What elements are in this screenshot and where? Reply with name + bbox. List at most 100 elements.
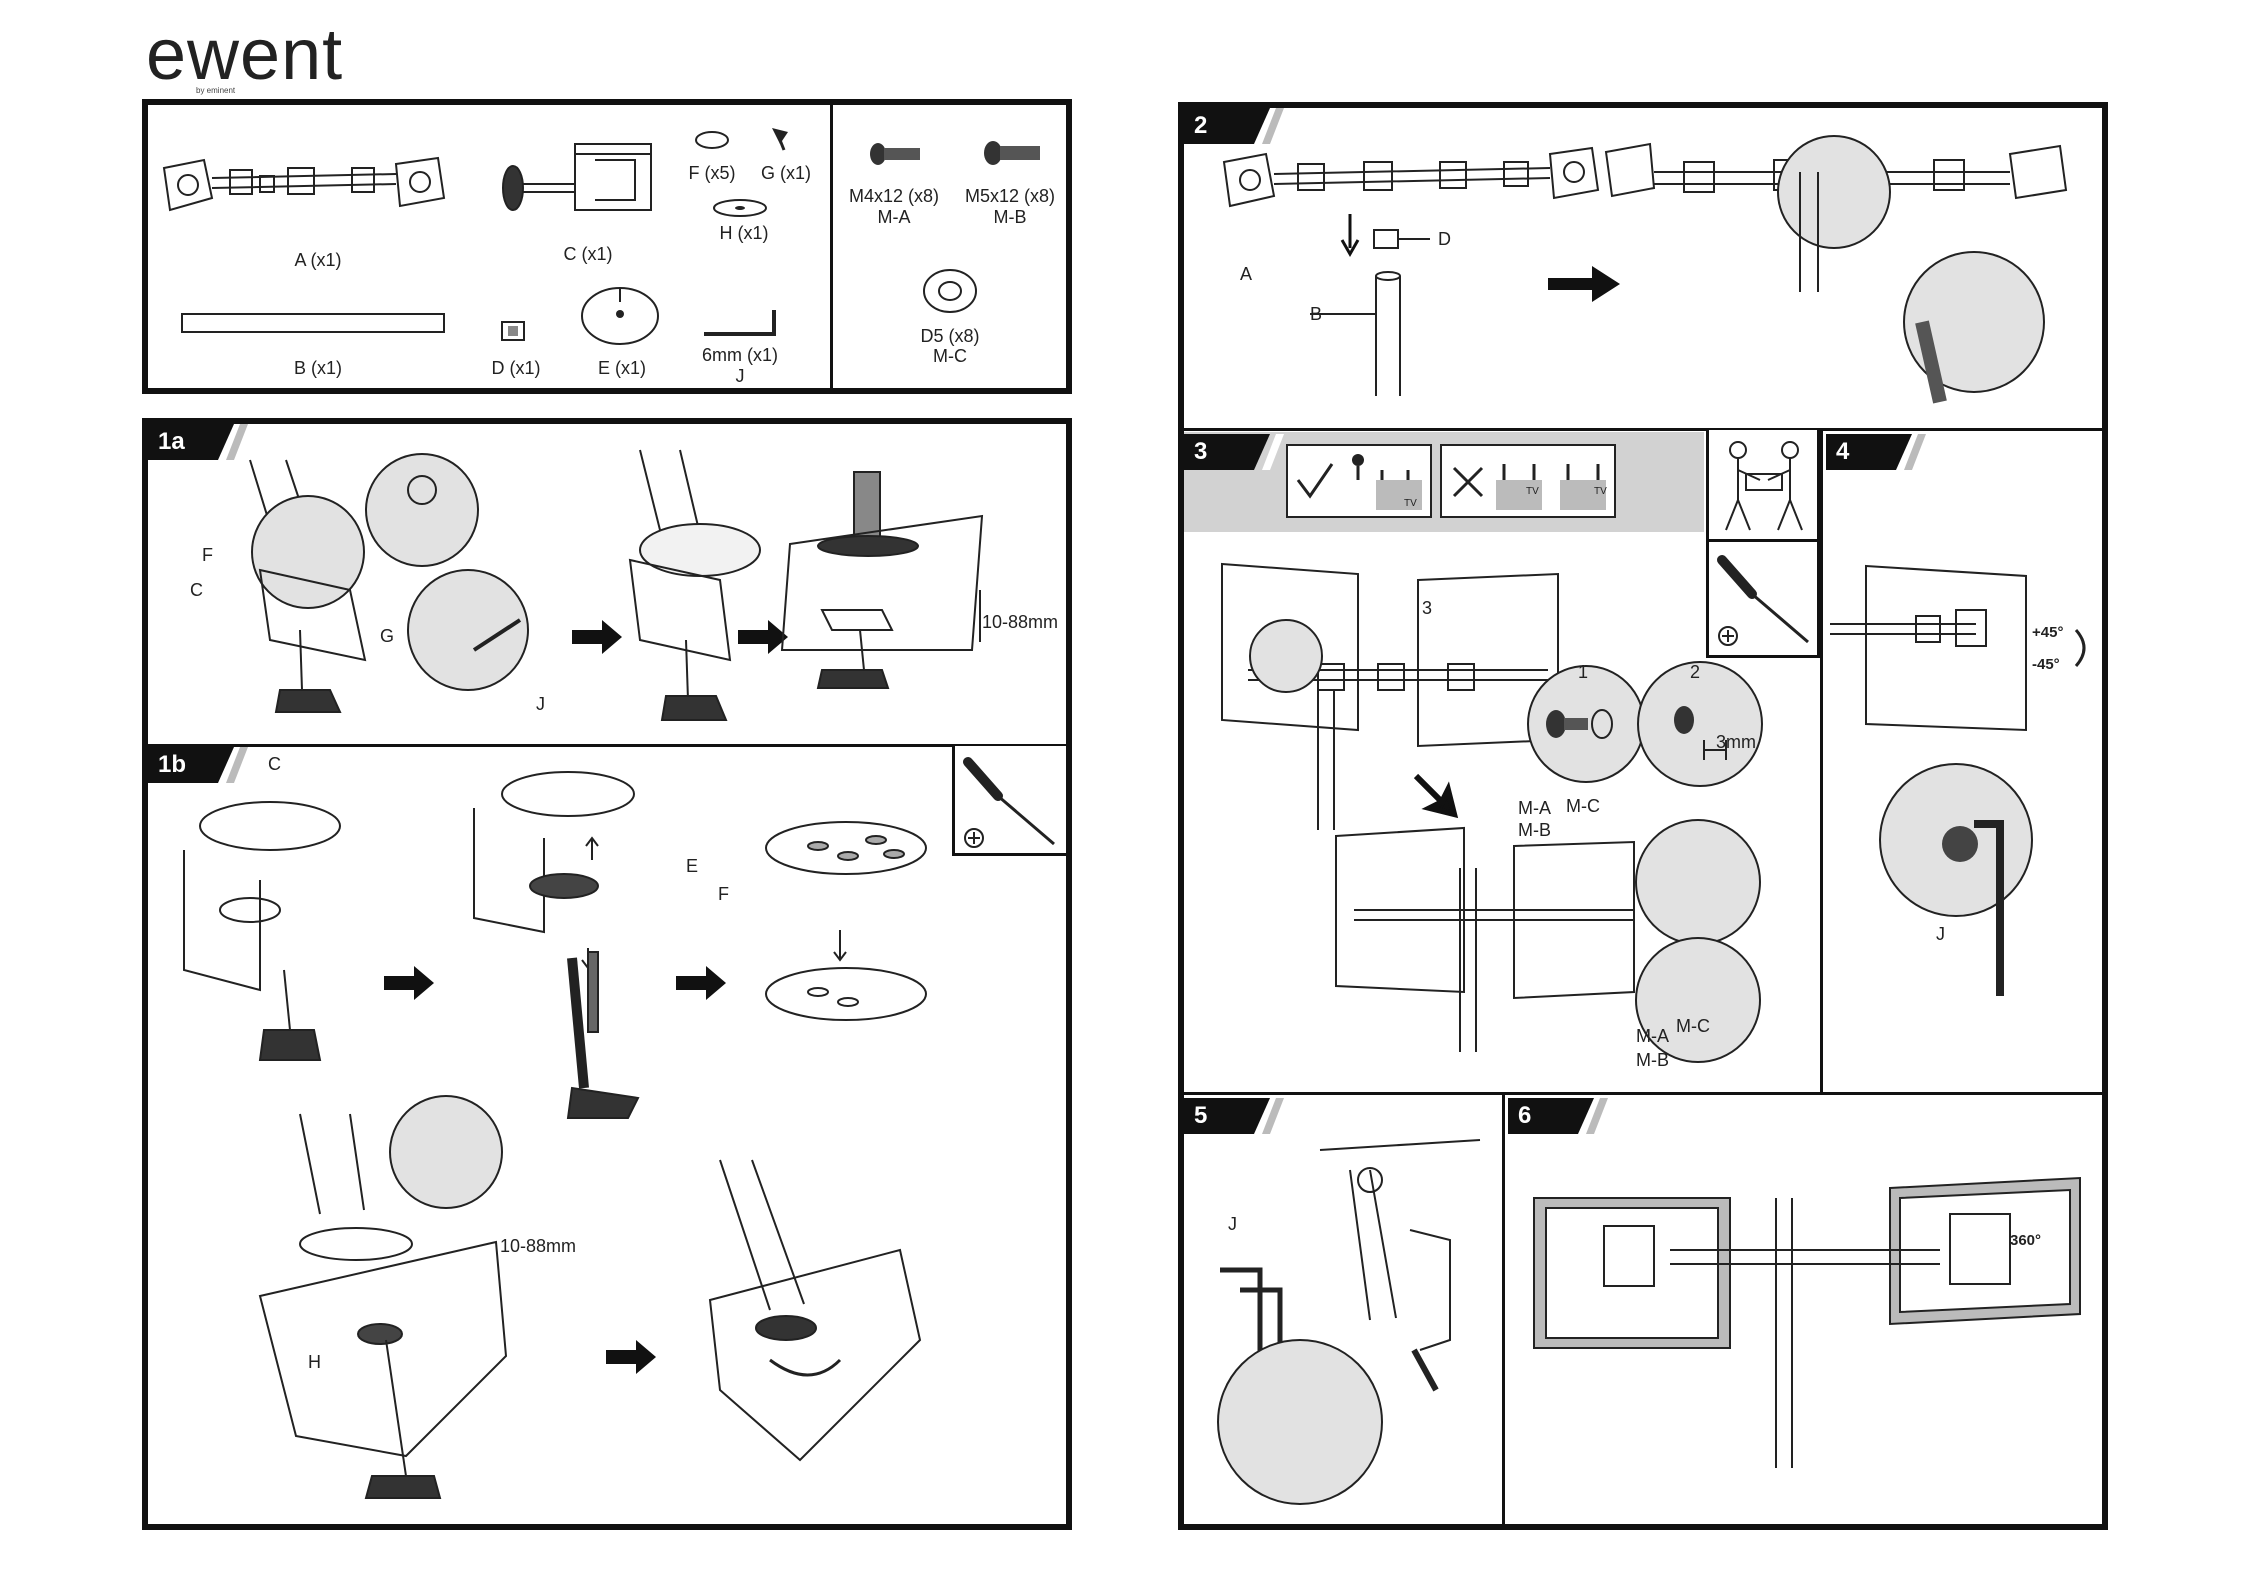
screwdriver-icon-3 [1712,550,1816,650]
step-6-dual-monitors [1530,1178,2090,1478]
step-3-arrow-diagonal [1412,772,1458,818]
step-3-label-ma-1: M-A [1518,798,1551,819]
step-1a-clamp-with-plate [610,440,760,730]
part-mb-code: M-B [994,207,1027,228]
step-4-number: 4 [1836,438,1849,466]
tilt-arrow-icon [2070,626,2096,670]
part-d-bolt-drawing [498,318,532,344]
part-j-label: 6mm (x1) [702,345,778,366]
part-ma-code: M-A [878,207,911,228]
step-3-circle-2: 2 [1690,662,1700,683]
step-2-label-d: D [1438,229,1451,250]
step-1b-label-f: F [718,884,729,905]
step-4-monitor-tilt [1826,560,2026,740]
step-1a-label-g: G [380,626,394,647]
part-mb-screw-drawing [982,138,1044,168]
step-4-tab: 4 [1826,434,1912,470]
step-1a-number: 1a [158,428,185,456]
part-e-disc-drawing [578,284,662,348]
part-d-label: D (x1) [492,358,541,379]
step-2-arrow-down [1340,214,1360,258]
step-1a-desk-mounted [782,460,1062,710]
step-6-number: 6 [1518,1102,1531,1130]
part-j-hexkey-drawing [700,306,790,346]
part-j-letter: J [736,366,745,387]
step-4-detail [1876,760,2076,1000]
step-1b-arrow-2 [676,966,728,1000]
part-ma-screw-drawing [868,140,924,168]
part-mc-size: D5 (x8) [920,326,979,347]
part-mb-size: M5x12 (x8) [965,186,1055,207]
step-4-label-j: J [1936,924,1945,945]
brand-tagline: by eminent [196,86,235,95]
step-3-label-mb-2: M-B [1636,1050,1669,1071]
part-ma-size: M4x12 (x8) [849,186,939,207]
step-2-label-a: A [1240,264,1252,285]
step-1b-arrow-3 [606,1340,658,1374]
step-6-tab: 6 [1508,1098,1594,1134]
step-3-label-mc-2: M-C [1676,1016,1710,1037]
two-people-icon [1716,440,1812,536]
step-5-label-j: J [1228,1214,1237,1235]
step-4-tilt-up: +45° [2032,624,2063,641]
step-1b-thickness: 10-88mm [500,1236,576,1257]
step-1b-label-h: H [308,1352,321,1373]
step-3-label-mc-1: M-C [1566,796,1600,817]
step-1a-1b-divider [142,744,1072,747]
step-3-gap: 3mm [1716,732,1756,753]
tv-label-2: TV [1526,486,1539,497]
step-3-tab: 3 [1184,434,1270,470]
step-1b-label-e: E [686,856,698,877]
step-4-tilt-down: -45° [2032,656,2060,673]
step-2-number: 2 [1194,112,1207,140]
step-5-6-divider [1502,1092,1505,1530]
part-g-screw-drawing [768,124,792,154]
part-f-washer-drawing [692,128,732,152]
part-c-clamp-drawing [495,140,665,240]
part-g-label: G (x1) [761,163,811,184]
step-1a-clamp-assembly [190,440,570,740]
part-mc-code: M-C [933,346,967,367]
step-2-divider [1178,428,2108,431]
step-5-tab: 5 [1184,1098,1270,1134]
part-f-label: F (x5) [689,163,736,184]
tv-label-1: TV [1404,498,1417,509]
step-1b-arrow-1 [384,966,436,1000]
step-2-tab: 2 [1184,108,1270,144]
step-1b-mounted-pole [700,1140,940,1480]
step-3-number: 3 [1194,438,1207,466]
step-1b-tab: 1b [148,747,234,783]
step-1a-label-f: F [202,545,213,566]
step-3-bottom-divider [1178,1092,2108,1095]
step-2-part-d [1372,228,1432,250]
step-1a-label-c: C [190,580,203,601]
step-1a-thickness: 10-88mm [982,612,1058,633]
part-h-plate-drawing [710,196,770,220]
part-mc-washer-drawing [920,266,980,316]
part-a-label: A (x1) [294,250,341,271]
part-e-label: E (x1) [598,358,646,379]
step-1b-clamp [180,790,340,1080]
step-3-circle-1: 1 [1578,662,1588,683]
step-2-pole [1310,270,1430,400]
cross-icon [1450,464,1486,500]
part-b-pole-drawing [180,310,450,338]
part-h-label: H (x1) [720,223,769,244]
brand-logo: ewent [146,14,343,96]
check-icon [1294,460,1334,500]
part-a-arm-drawing [160,150,450,230]
step-3-4-divider [1820,428,1823,1094]
step-3-circle-3: 3 [1422,598,1432,619]
step-3-label-ma-2: M-A [1636,1026,1669,1047]
step-2-label-b: B [1310,304,1322,325]
step-1b-desk-underside [256,1236,516,1516]
part-b-label: B (x1) [294,358,342,379]
step-1b-label-c: C [268,754,281,775]
step-2-assembled-arm [1604,132,2094,422]
part-c-label: C (x1) [564,244,613,265]
step-1b-plate-with-washers [758,810,938,1030]
step-1b-number: 1b [158,751,186,779]
tv-label-3: TV [1594,486,1607,497]
step-6-rotate: 360° [2010,1232,2041,1249]
step-5-drawing [1200,1140,1500,1520]
